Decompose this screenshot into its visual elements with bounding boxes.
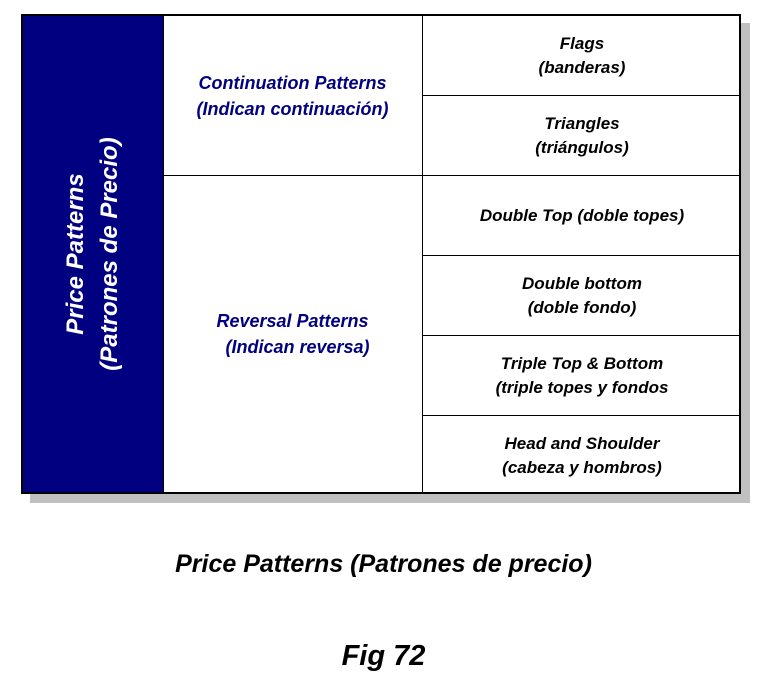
pattern-cell: Double bottom (doble fondo) [423, 256, 741, 336]
pattern-translation: (triple topes y fondos [495, 377, 669, 397]
price-patterns-table: Price Patterns (Patrones de Precio) Conti… [21, 14, 741, 494]
pattern-name: Head and Shoulder [504, 434, 660, 453]
category-header: Price Patterns (Patrones de Precio) [23, 16, 164, 492]
category-title: Price Patterns [62, 173, 89, 335]
pattern-translation: (doble fondo) [527, 297, 637, 317]
group-subtitle: (Indican reversa) [225, 337, 370, 357]
pattern-cell: Triangles (triángulos) [423, 96, 741, 176]
group-title: Reversal Patterns [216, 311, 369, 331]
pattern-name: Flags [559, 33, 605, 53]
pattern-cell: Double Top (doble topes) [423, 176, 741, 256]
pattern-translation: (triángulos) [535, 137, 629, 157]
figure-label: Fig 72 [341, 640, 426, 672]
pattern-name: Triple Top & Bottom [500, 353, 664, 373]
group-title: Continuation Patterns [198, 72, 387, 93]
group-continuation: Continuation Patterns (Indican continuaci… [163, 16, 423, 176]
pattern-cell: Triple Top & Bottom (triple topes y fondo… [423, 336, 741, 416]
group-subtitle: (Indican continuación) [196, 98, 389, 119]
pattern-cell: Head and Shoulder (cabeza y hombros) [423, 416, 741, 496]
category-subtitle: (Patrones de Precio) [96, 137, 123, 371]
pattern-cell: Flags (banderas) [423, 16, 741, 96]
pattern-translation: (banderas) [538, 57, 626, 77]
group-reversal: Reversal Patterns (Indican reversa) [163, 176, 423, 492]
pattern-translation: (cabeza y hombros) [502, 458, 662, 477]
pattern-name: Double bottom [522, 273, 642, 293]
pattern-name: Double Top (doble topes) [479, 205, 685, 225]
caption: Price Patterns (Patrones de precio) [175, 550, 592, 578]
pattern-name: Triangles [544, 113, 620, 133]
